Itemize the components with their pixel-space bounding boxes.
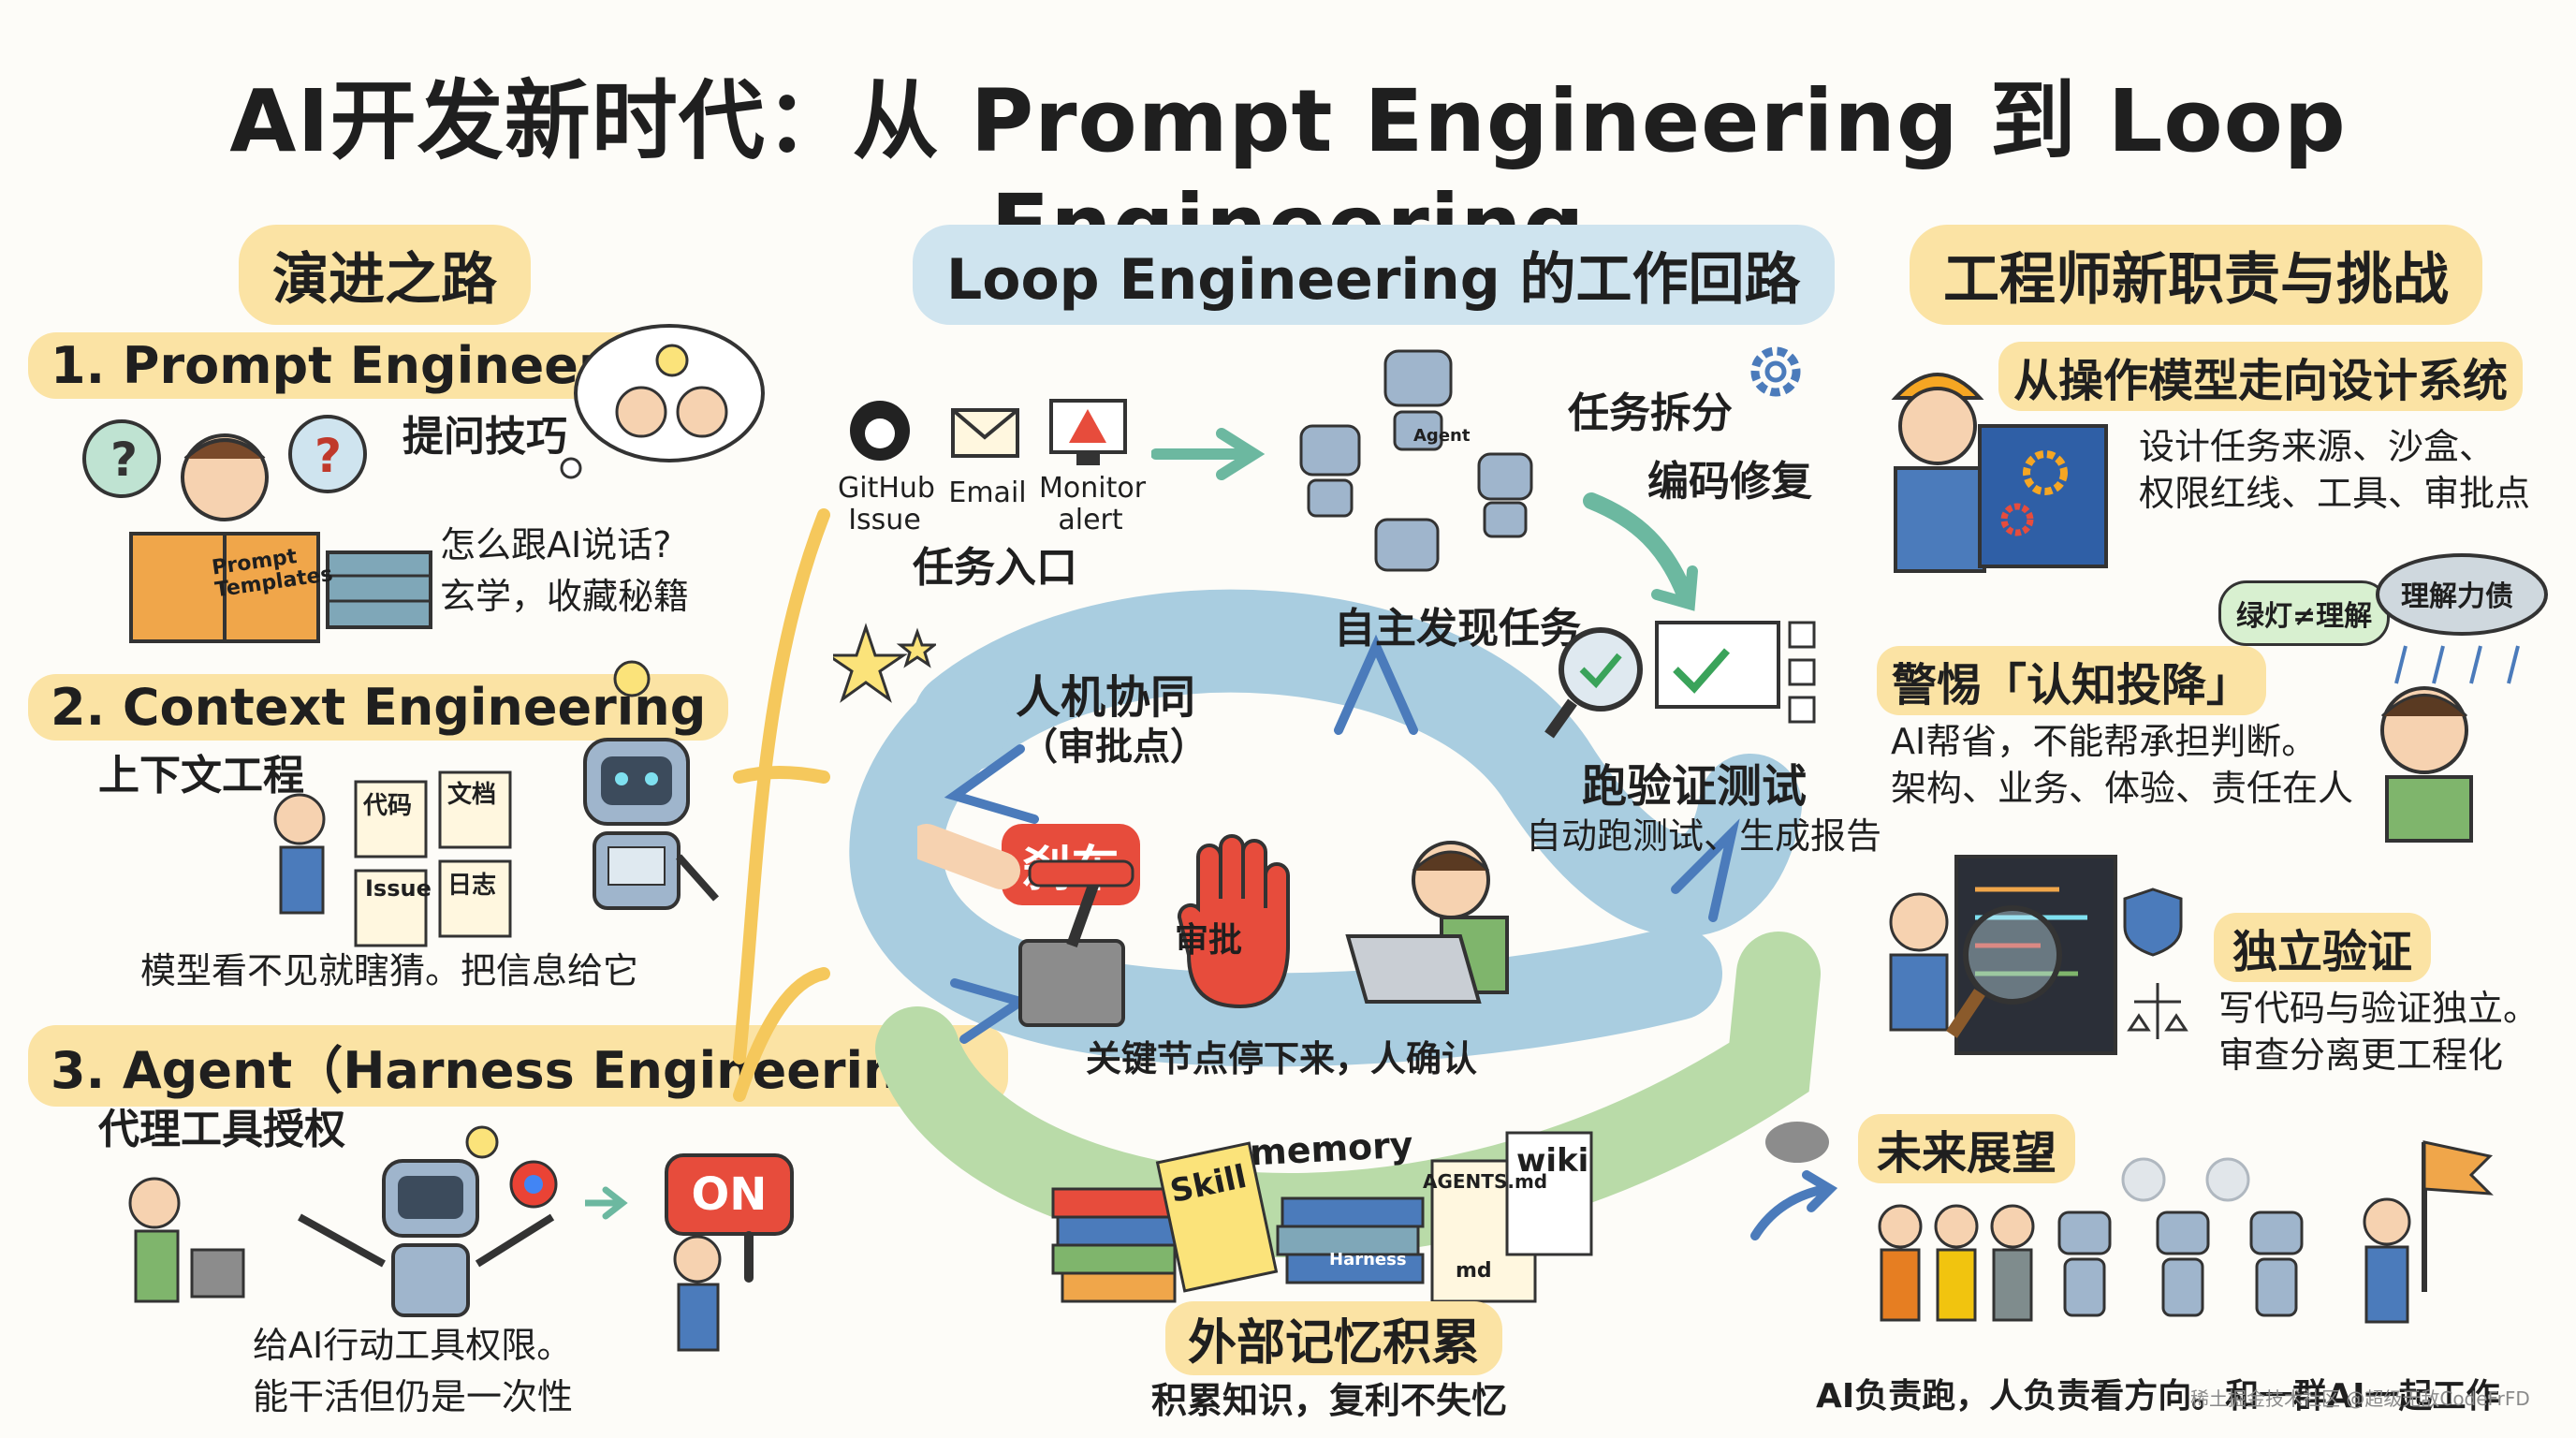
stage-3-subtitle: 代理工具授权 xyxy=(98,1106,345,1153)
monitor-alert-icon xyxy=(1049,399,1127,465)
code-fix-label: 编码修复 xyxy=(1647,458,1812,506)
code-review-magnifier-icon xyxy=(1889,855,2188,1055)
human-collab-subtitle: （审批点） xyxy=(1020,726,1208,769)
green-light-bubble: 绿灯≠理解 xyxy=(2218,580,2391,646)
input-email: Email xyxy=(948,477,1027,509)
left-heading: 演进之路 xyxy=(239,225,531,325)
evolution-arrows-icon xyxy=(733,508,830,1102)
stage-1-note-2: 玄学，收藏秘籍 xyxy=(440,576,690,617)
approve-label: 审批 xyxy=(1175,921,1243,960)
agent-robots-icon xyxy=(1299,349,1533,572)
agent-with-tools-icon xyxy=(128,1125,558,1317)
right-item-2-note-1: AI帮省，不能帮承担判断。 xyxy=(1891,721,2318,762)
human-collab-title: 人机协同 xyxy=(1016,671,1196,724)
person-with-documents-icon xyxy=(273,770,512,947)
svg-text:?: ? xyxy=(110,433,138,487)
stage-3-note-1: 给AI行动工具权限。 xyxy=(253,1325,573,1366)
cloud-arrow-icon xyxy=(1750,1122,1838,1240)
checkpoint-note: 关键节点停下来，人确认 xyxy=(1086,1038,1478,1079)
agents-md-doc: AGENTS.md xyxy=(1423,1170,1548,1193)
stage-1-subtitle: 提问技巧 xyxy=(402,413,567,461)
stage-2-label: 2. Context Engineering xyxy=(28,674,729,741)
right-item-3-title: 独立验证 xyxy=(2214,913,2432,982)
verify-subtitle: 自动跑测试、生成报告 xyxy=(1526,815,1882,857)
humans-and-robots-team-icon xyxy=(1878,1140,2494,1324)
star-icon xyxy=(833,623,936,703)
stage-3-note-2: 能干活但仍是一次性 xyxy=(253,1376,574,1417)
worried-person-icon xyxy=(2380,686,2473,843)
right-item-2-title: 警惕「认知投降」 xyxy=(1877,646,2267,715)
right-item-1-note-1: 设计任务来源、沙盒、 xyxy=(2139,426,2496,467)
stop-hand-icon xyxy=(1177,834,1290,1009)
input-monitor: Monitor alert xyxy=(1039,472,1147,536)
agent-tag: Agent xyxy=(1413,426,1471,446)
right-item-3-note-1: 写代码与验证独立。 xyxy=(2218,988,2539,1029)
person-pressing-button-icon xyxy=(673,1231,754,1352)
engineer-blueprint-icon xyxy=(1891,373,2108,573)
doc-log: 日志 xyxy=(447,872,497,900)
md-doc: md xyxy=(1456,1259,1492,1283)
verify-title: 跑验证测试 xyxy=(1582,760,1808,813)
memory-title: 外部记忆积累 xyxy=(1165,1301,1503,1375)
stage-2-note: 模型看不见就瞎猜。把信息给它 xyxy=(140,950,639,991)
svg-text:?: ? xyxy=(315,429,342,483)
right-item-4-title: 未来展望 xyxy=(1858,1114,2076,1183)
right-heading: 工程师新职责与挑战 xyxy=(1910,225,2482,325)
github-icon xyxy=(850,401,910,461)
watermark: 稀土掘金技术社区 @超级无敌CodeFrFD xyxy=(2190,1387,2530,1410)
magnifier-test-icon xyxy=(1544,621,1816,739)
person-at-laptop-icon xyxy=(1345,841,1509,1004)
harness-book: Harness xyxy=(1329,1250,1407,1269)
on-button[interactable]: ON xyxy=(665,1153,794,1236)
input-github: GitHub Issue xyxy=(838,472,935,536)
memory-books-icon xyxy=(1051,1131,1593,1303)
stage-3-label: 3. Agent（Harness Engineering） xyxy=(28,1025,1009,1107)
task-split-label: 任务拆分 xyxy=(1568,389,1733,437)
gear-icon xyxy=(1750,346,1801,397)
doc-code: 代码 xyxy=(363,792,413,820)
memory-subtitle: 积累知识，复利不失忆 xyxy=(1151,1380,1508,1421)
rain-cloud-icon xyxy=(2376,553,2548,684)
email-icon xyxy=(951,408,1019,458)
right-arrow-icon xyxy=(585,1186,628,1220)
arrow-to-verify-icon xyxy=(1583,492,1698,611)
right-item-1-note-2: 权限红线、工具、审批点 xyxy=(2139,473,2531,514)
stage-2-subtitle: 上下文工程 xyxy=(98,752,304,800)
doc-docs: 文档 xyxy=(447,781,497,809)
stage-1-note-1: 怎么跟AI说话? xyxy=(440,524,672,565)
person-reading-book-icon: ? ? xyxy=(82,415,432,643)
right-item-3-note-2: 审查分离更工程化 xyxy=(2218,1034,2504,1076)
understanding-debt-bubble: 理解力债 xyxy=(2401,580,2513,613)
arrow-to-agents-icon xyxy=(1151,428,1266,480)
right-item-2-note-2: 架构、业务、体验、责任在人 xyxy=(1891,768,2354,809)
right-item-1-title: 从操作模型走向设计系统 xyxy=(1998,342,2524,411)
task-entry-label: 任务入口 xyxy=(913,544,1077,592)
brake-lever-icon xyxy=(917,824,1134,1027)
center-heading: Loop Engineering 的工作回路 xyxy=(913,225,1835,325)
wiki-doc: wiki xyxy=(1516,1142,1589,1180)
robot-lightbulb-icon xyxy=(583,660,719,910)
right-item-4-note: AI负责跑，人负责看方向。和一群AI一起工作 xyxy=(1816,1377,2500,1416)
thought-bubble-icon xyxy=(560,324,765,479)
doc-issue: Issue xyxy=(365,875,432,902)
discover-label: 自主发现任务 xyxy=(1334,605,1581,653)
